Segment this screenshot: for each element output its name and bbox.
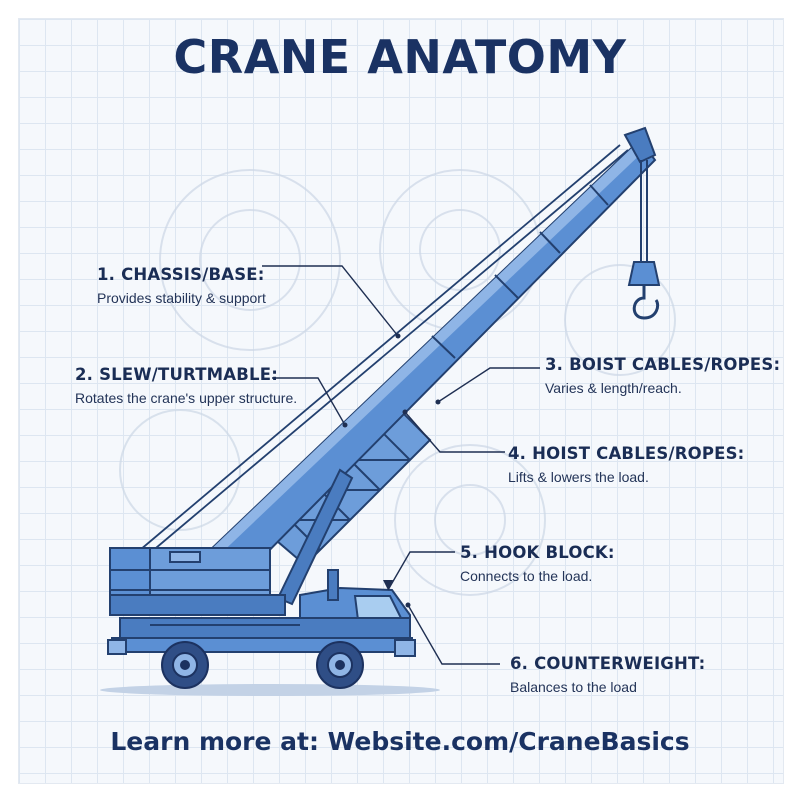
leader-line-5 [387,551,455,591]
label-slew-turntable: 2. SLEW/TURTMABLE: Rotates the crane's u… [75,365,297,406]
chassis-base [107,617,416,657]
label-hoist-cables: 4. HOIST CABLES/ROPES: Lifts & lowers th… [508,444,744,485]
label-heading: 1. CHASSIS/BASE: [97,265,265,284]
ground-shadow [100,684,440,696]
label-boist-cables: 3. BOIST CABLES/ROPES: Varies & length/r… [545,355,780,396]
label-description: Rotates the crane's upper structure. [75,390,298,406]
label-heading: 6. COUNTERWEIGHT: [510,654,706,673]
label-chassis-base: 1. CHASSIS/BASE: Provides stability & su… [97,265,266,306]
label-heading: 5. HOOK BLOCK: [460,543,615,562]
label-description: Varies & length/reach. [545,380,682,396]
label-heading: 4. HOIST CABLES/ROPES: [508,444,745,463]
luffing-cylinder [276,468,354,606]
label-counterweight: 6. COUNTERWEIGHT: Balances to the load [510,654,705,695]
boom-cables [139,144,629,554]
hook-arrow-head [383,580,393,590]
leader-line-6 [407,604,500,665]
hook-block-assembly [627,160,661,320]
superstructure-counterweight [109,547,286,616]
page-title: CRANE ANATOMY [173,30,627,84]
leader-line-4 [404,411,505,453]
leader-line-1 [262,265,399,337]
label-description: Provides stability & support [97,290,266,306]
label-description: Balances to the load [510,679,637,695]
label-description: Lifts & lowers the load. [508,469,649,485]
leader-dots [342,333,441,608]
footer-link-text: Learn more at: Website.com/CraneBasics [110,727,690,756]
label-heading: 3. BOIST CABLES/ROPES: [545,355,781,374]
wheels [161,641,364,689]
label-description: Connects to the load. [460,568,593,584]
leader-lines [262,265,540,665]
label-heading: 2. SLEW/TURTMABLE: [75,365,279,384]
label-hook-block: 5. HOOK BLOCK: Connects to the load. [460,543,615,584]
leader-line-3 [437,367,540,403]
leader-line-2 [272,377,346,426]
